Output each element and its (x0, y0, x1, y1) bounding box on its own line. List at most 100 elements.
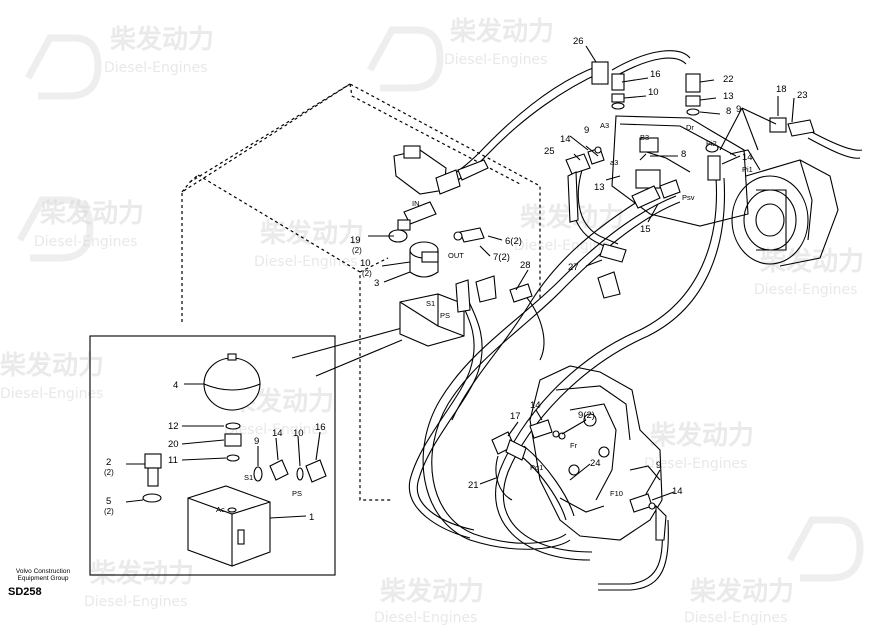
callout-21: 21 (468, 480, 479, 491)
callout-10: 10 (648, 87, 659, 98)
callout-16: 16 (315, 422, 326, 433)
port-fr: Fr (570, 441, 578, 450)
callout-15: 15 (640, 224, 651, 235)
callout-10-qty: (2) (362, 269, 372, 278)
watermark-text: 柴发动力 (39, 198, 144, 229)
callout-10: 10 (293, 428, 304, 439)
callout-6: 6(2) (505, 236, 522, 247)
inset-parts (142, 353, 327, 567)
main-pump (529, 365, 663, 541)
port-s1: S1 (426, 299, 435, 308)
callout-2-qty: (2) (104, 468, 114, 477)
callout-9: 9 (656, 460, 661, 471)
watermark-logo (366, 26, 444, 92)
callout-27: 27 (568, 262, 579, 273)
watermark-text: 柴发动力 (0, 350, 104, 381)
callout-3: 3 (374, 278, 379, 289)
callout-12: 12 (168, 421, 179, 432)
callout-4: 4 (173, 380, 178, 391)
port-f10: F10 (610, 489, 623, 498)
port-labels: A3 Dr B3 a3 Pi2 Pi1 Psv IN OUT S1 PS Ac … (216, 121, 753, 514)
watermark-text: 柴发动力 (259, 218, 364, 249)
port-pg1: Pg1 (530, 463, 543, 472)
watermark-text: Diesel-Engines (0, 386, 103, 402)
port-s1-inset: S1 (244, 473, 253, 482)
callout-11: 11 (168, 455, 178, 466)
callout-8: 8 (681, 149, 686, 160)
watermark-text: 柴发动力 (379, 576, 484, 607)
callout-5-qty: (2) (104, 507, 114, 516)
callout-9-2: 9(2) (578, 410, 595, 421)
callout-9: 9 (584, 125, 589, 136)
callout-1: 1 (309, 512, 314, 523)
callout-19: 19 (350, 235, 361, 246)
watermark-logo (786, 516, 864, 582)
callout-14: 14 (272, 428, 283, 439)
port-a3: A3 (600, 121, 609, 130)
hose-lines (408, 50, 863, 591)
accumulator-assembly (388, 227, 485, 278)
leader-lines (125, 45, 795, 519)
callout-18: 18 (776, 84, 787, 95)
callout-8: 8 (726, 106, 731, 117)
callout-14: 14 (560, 134, 571, 145)
callout-labels: 26 16 10 22 13 8 18 23 9 8 14 9 14 25 13… (104, 36, 808, 523)
port-ps-inset: PS (292, 489, 302, 498)
callout-22: 22 (723, 74, 734, 85)
watermark-text: Diesel-Engines (684, 610, 787, 626)
callout-14: 14 (672, 486, 683, 497)
port-pi2: Pi2 (706, 139, 717, 148)
port-ps: PS (440, 311, 450, 320)
watermark-text: Diesel-Engines (754, 282, 857, 298)
callout-25: 25 (544, 146, 555, 157)
watermark-text: 柴发动力 (109, 24, 214, 55)
company-line: Equipment Group (17, 575, 69, 582)
callout-13: 13 (594, 182, 605, 193)
watermark-text: 柴发动力 (649, 420, 754, 451)
watermark-text: Diesel-Engines (374, 610, 477, 626)
callout-14: 14 (742, 152, 753, 163)
port-psv: Psv (682, 193, 695, 202)
callout-26: 26 (573, 36, 584, 47)
port-dr: Dr (686, 123, 694, 132)
callout-2: 2 (106, 457, 111, 468)
port-b3: B3 (640, 133, 649, 142)
relief-valve-block (399, 275, 533, 347)
callout-14: 14 (530, 400, 541, 411)
detail-inset (89, 327, 403, 576)
callout-19-qty: (2) (352, 246, 362, 255)
watermark-text: Diesel-Engines (644, 456, 747, 472)
callout-28: 28 (520, 260, 531, 271)
control-valve-block (611, 115, 749, 227)
port-ac: Ac (216, 505, 225, 514)
callout-10: 10 (360, 258, 371, 269)
callout-7: 7(2) (493, 252, 510, 263)
watermark-text: 柴发动力 (689, 576, 794, 607)
port-out: OUT (448, 251, 464, 260)
company-line: Volvo Construction (15, 568, 71, 575)
watermark-text: Diesel-Engines (104, 60, 207, 76)
machine-frame-outline (181, 83, 541, 501)
watermark-text: 柴发动力 (89, 558, 194, 589)
callout-23: 23 (797, 90, 808, 101)
swing-motor-unit (729, 149, 839, 267)
watermark-text: 柴发动力 (759, 246, 864, 277)
watermark-text: Diesel-Engines (254, 254, 357, 270)
watermark-text: Diesel-Engines (444, 52, 547, 68)
watermark-logo (16, 196, 94, 262)
left-valve-fittings (565, 146, 681, 299)
watermark-text: Diesel-Engines (224, 422, 327, 438)
diagram-code: SD258 (8, 586, 42, 598)
watermark-text: Diesel-Engines (34, 234, 137, 250)
watermark-text: 柴发动力 (449, 16, 554, 47)
company-name: Volvo Construction Equipment Group (8, 568, 78, 582)
port-a3-lower: a3 (610, 158, 618, 167)
inlet-fitting-cluster (393, 145, 489, 231)
callout-20: 20 (168, 439, 179, 450)
callout-24: 24 (590, 458, 601, 469)
port-pi1: Pi1 (742, 165, 753, 174)
callout-9: 9 (254, 436, 259, 447)
callout-16: 16 (650, 69, 661, 80)
